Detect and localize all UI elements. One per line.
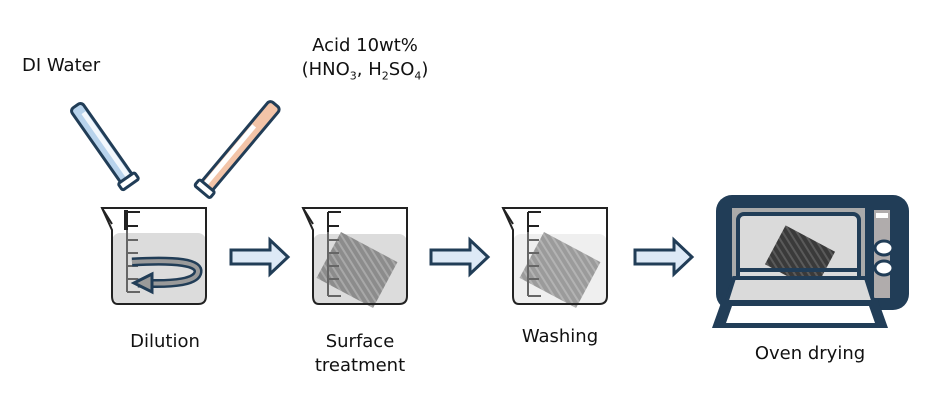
process-arrow-2 bbox=[429, 236, 491, 278]
step-label-oven-drying: Oven drying bbox=[754, 343, 866, 364]
sample-sheet bbox=[316, 232, 398, 308]
sample-sheet bbox=[519, 232, 601, 308]
step-label-dilution: Dilution bbox=[130, 331, 200, 352]
stir-arrow-icon bbox=[130, 256, 203, 295]
surface-treatment-beaker-icon bbox=[301, 207, 408, 308]
step-label-washing: Washing bbox=[521, 326, 599, 347]
oven-knob-top bbox=[873, 239, 895, 257]
step-label-surface-treatment: Surface treatment bbox=[314, 331, 406, 376]
process-arrow-1 bbox=[229, 236, 291, 278]
di-water-tube-icon bbox=[70, 102, 140, 192]
di-water-label: DI Water bbox=[22, 55, 101, 76]
oven-icon bbox=[712, 195, 909, 328]
oven-knob-bottom bbox=[873, 259, 895, 277]
process-arrow-3 bbox=[633, 236, 695, 278]
acid-label-line2: (HNO3, H2SO4) bbox=[301, 59, 429, 83]
acid-tube-icon bbox=[193, 100, 281, 199]
acid-label: Acid 10wt% (HNO3, H2SO4) bbox=[280, 34, 450, 89]
acid-label-line1: Acid 10wt% bbox=[312, 35, 418, 56]
dilution-beaker-icon bbox=[100, 207, 207, 305]
washing-beaker-icon bbox=[501, 207, 608, 308]
dried-sample-sheet bbox=[764, 225, 836, 291]
